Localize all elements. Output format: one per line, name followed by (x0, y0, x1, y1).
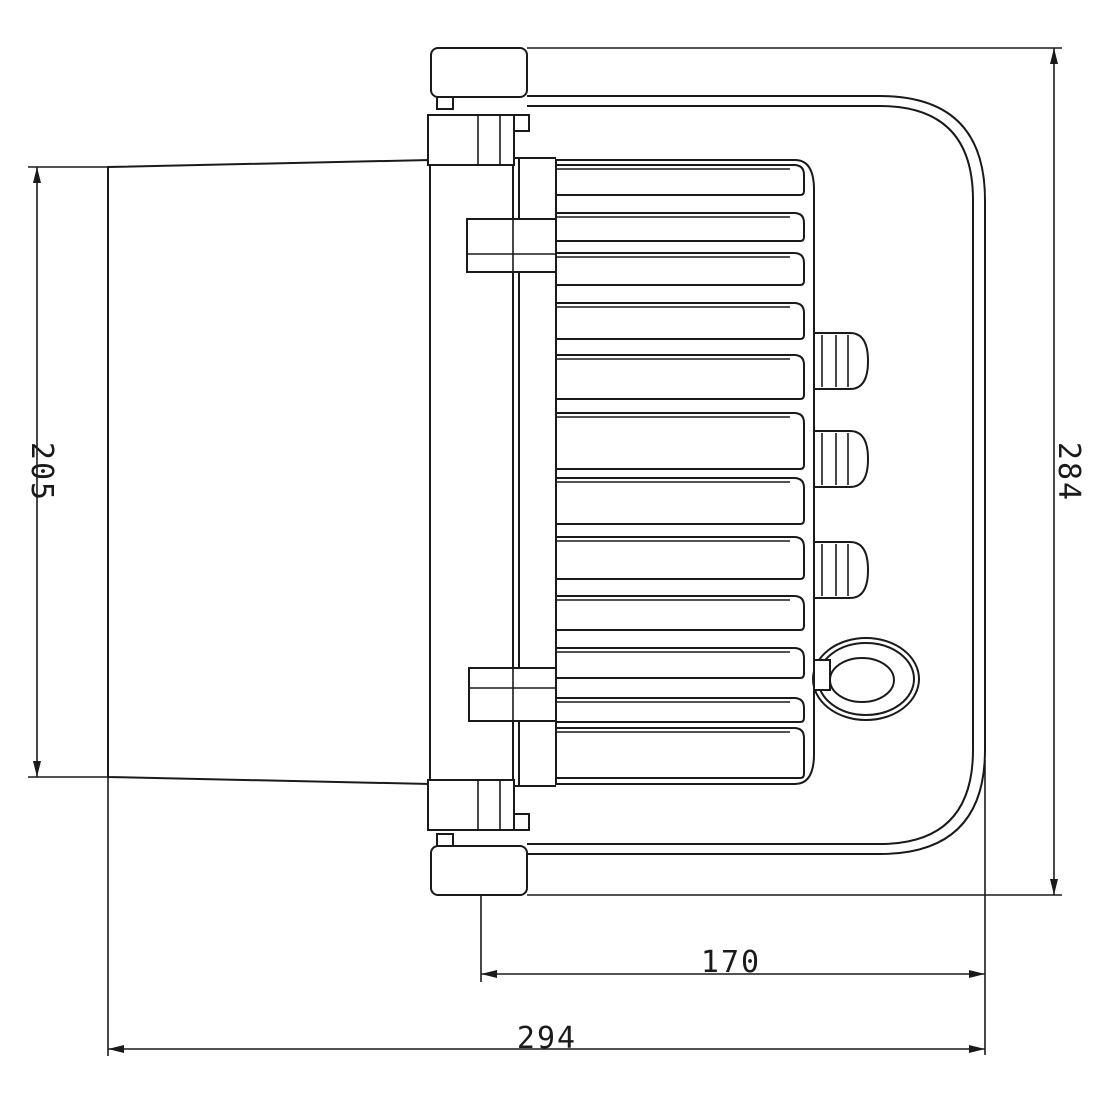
top-mounting-clamp (427, 47, 530, 166)
heat-sink-fin (556, 412, 805, 470)
dimension-label-294: 294 (517, 1021, 577, 1056)
heat-sink-fin (556, 252, 805, 286)
heat-sink-fin (556, 727, 805, 779)
cable-gland (813, 332, 870, 390)
dimension-label-170: 170 (701, 945, 761, 980)
dimension-label-205: 205 (24, 442, 59, 502)
dimension-height-body: 205 (24, 166, 108, 778)
dimension-height-overall: 284 (527, 47, 1086, 896)
cable-gland (813, 541, 870, 599)
adjustment-knob (812, 637, 920, 721)
heat-sink-fin (556, 536, 805, 580)
heat-sink-fin (556, 212, 805, 242)
u-bracket (527, 95, 986, 855)
cable-gland (813, 430, 870, 488)
heat-sink-fins (556, 164, 805, 779)
dimension-depth-overall: 294 (107, 777, 985, 1056)
heat-sink-fin (556, 354, 805, 400)
heat-sink-fin (556, 302, 805, 340)
heat-sink (555, 159, 815, 785)
heat-sink-fin (556, 647, 805, 679)
bottom-mounting-clamp (427, 779, 530, 896)
cable-glands (813, 332, 870, 599)
heat-sink-fin (556, 595, 805, 631)
dimension-label-284: 284 (1051, 442, 1086, 502)
heat-sink-fin (556, 477, 805, 525)
heat-sink-fin (556, 164, 805, 196)
heat-sink-fin (556, 697, 805, 723)
dimension-depth-bracket: 170 (480, 760, 986, 1055)
side-tabs (466, 218, 557, 722)
